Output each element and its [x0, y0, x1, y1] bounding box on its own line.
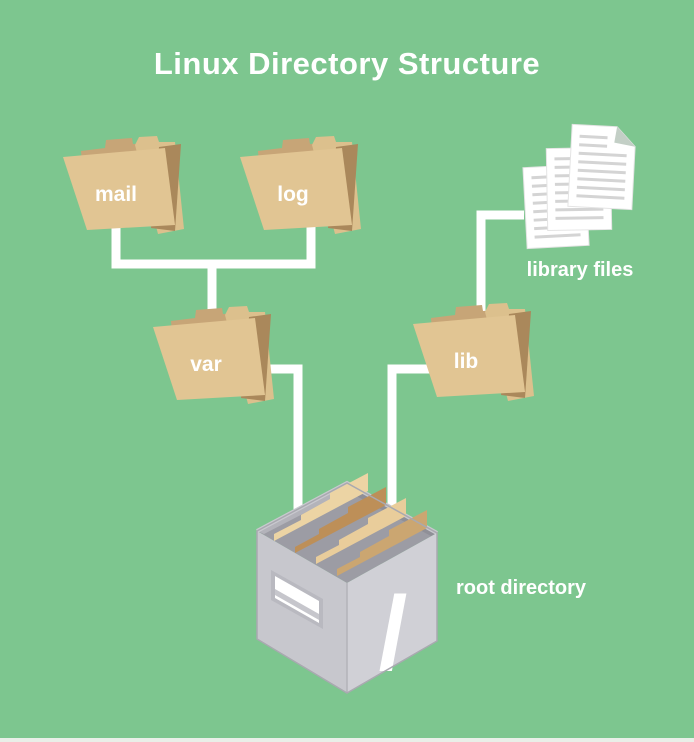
- document-stack-icon: [522, 123, 636, 250]
- caption-root-directory: root directory: [456, 577, 587, 599]
- folder-label-mail: mail: [95, 183, 137, 206]
- page-fold-corner: [614, 126, 636, 147]
- folder-icon-mail: mail: [63, 136, 184, 234]
- edge-lib-libraryfiles: [476, 210, 524, 316]
- edge-var-root: [264, 364, 303, 512]
- edge-lib-root: [387, 364, 430, 510]
- folder-icon-var: var: [153, 306, 274, 404]
- folder-icon-log: log: [240, 136, 361, 234]
- bottom-edge-strip: [0, 738, 694, 742]
- folder-label-log: log: [277, 183, 309, 206]
- page-title: Linux Directory Structure: [153, 46, 541, 81]
- root-slash-symbol: /: [379, 576, 408, 692]
- folder-icon-lib: lib: [413, 303, 534, 401]
- folder-label-lib: lib: [454, 350, 479, 373]
- box-label-holder: [271, 570, 323, 629]
- root-box-icon: /: [256, 473, 438, 694]
- folder-label-var: var: [190, 353, 222, 376]
- caption-library-files: library files: [526, 259, 634, 281]
